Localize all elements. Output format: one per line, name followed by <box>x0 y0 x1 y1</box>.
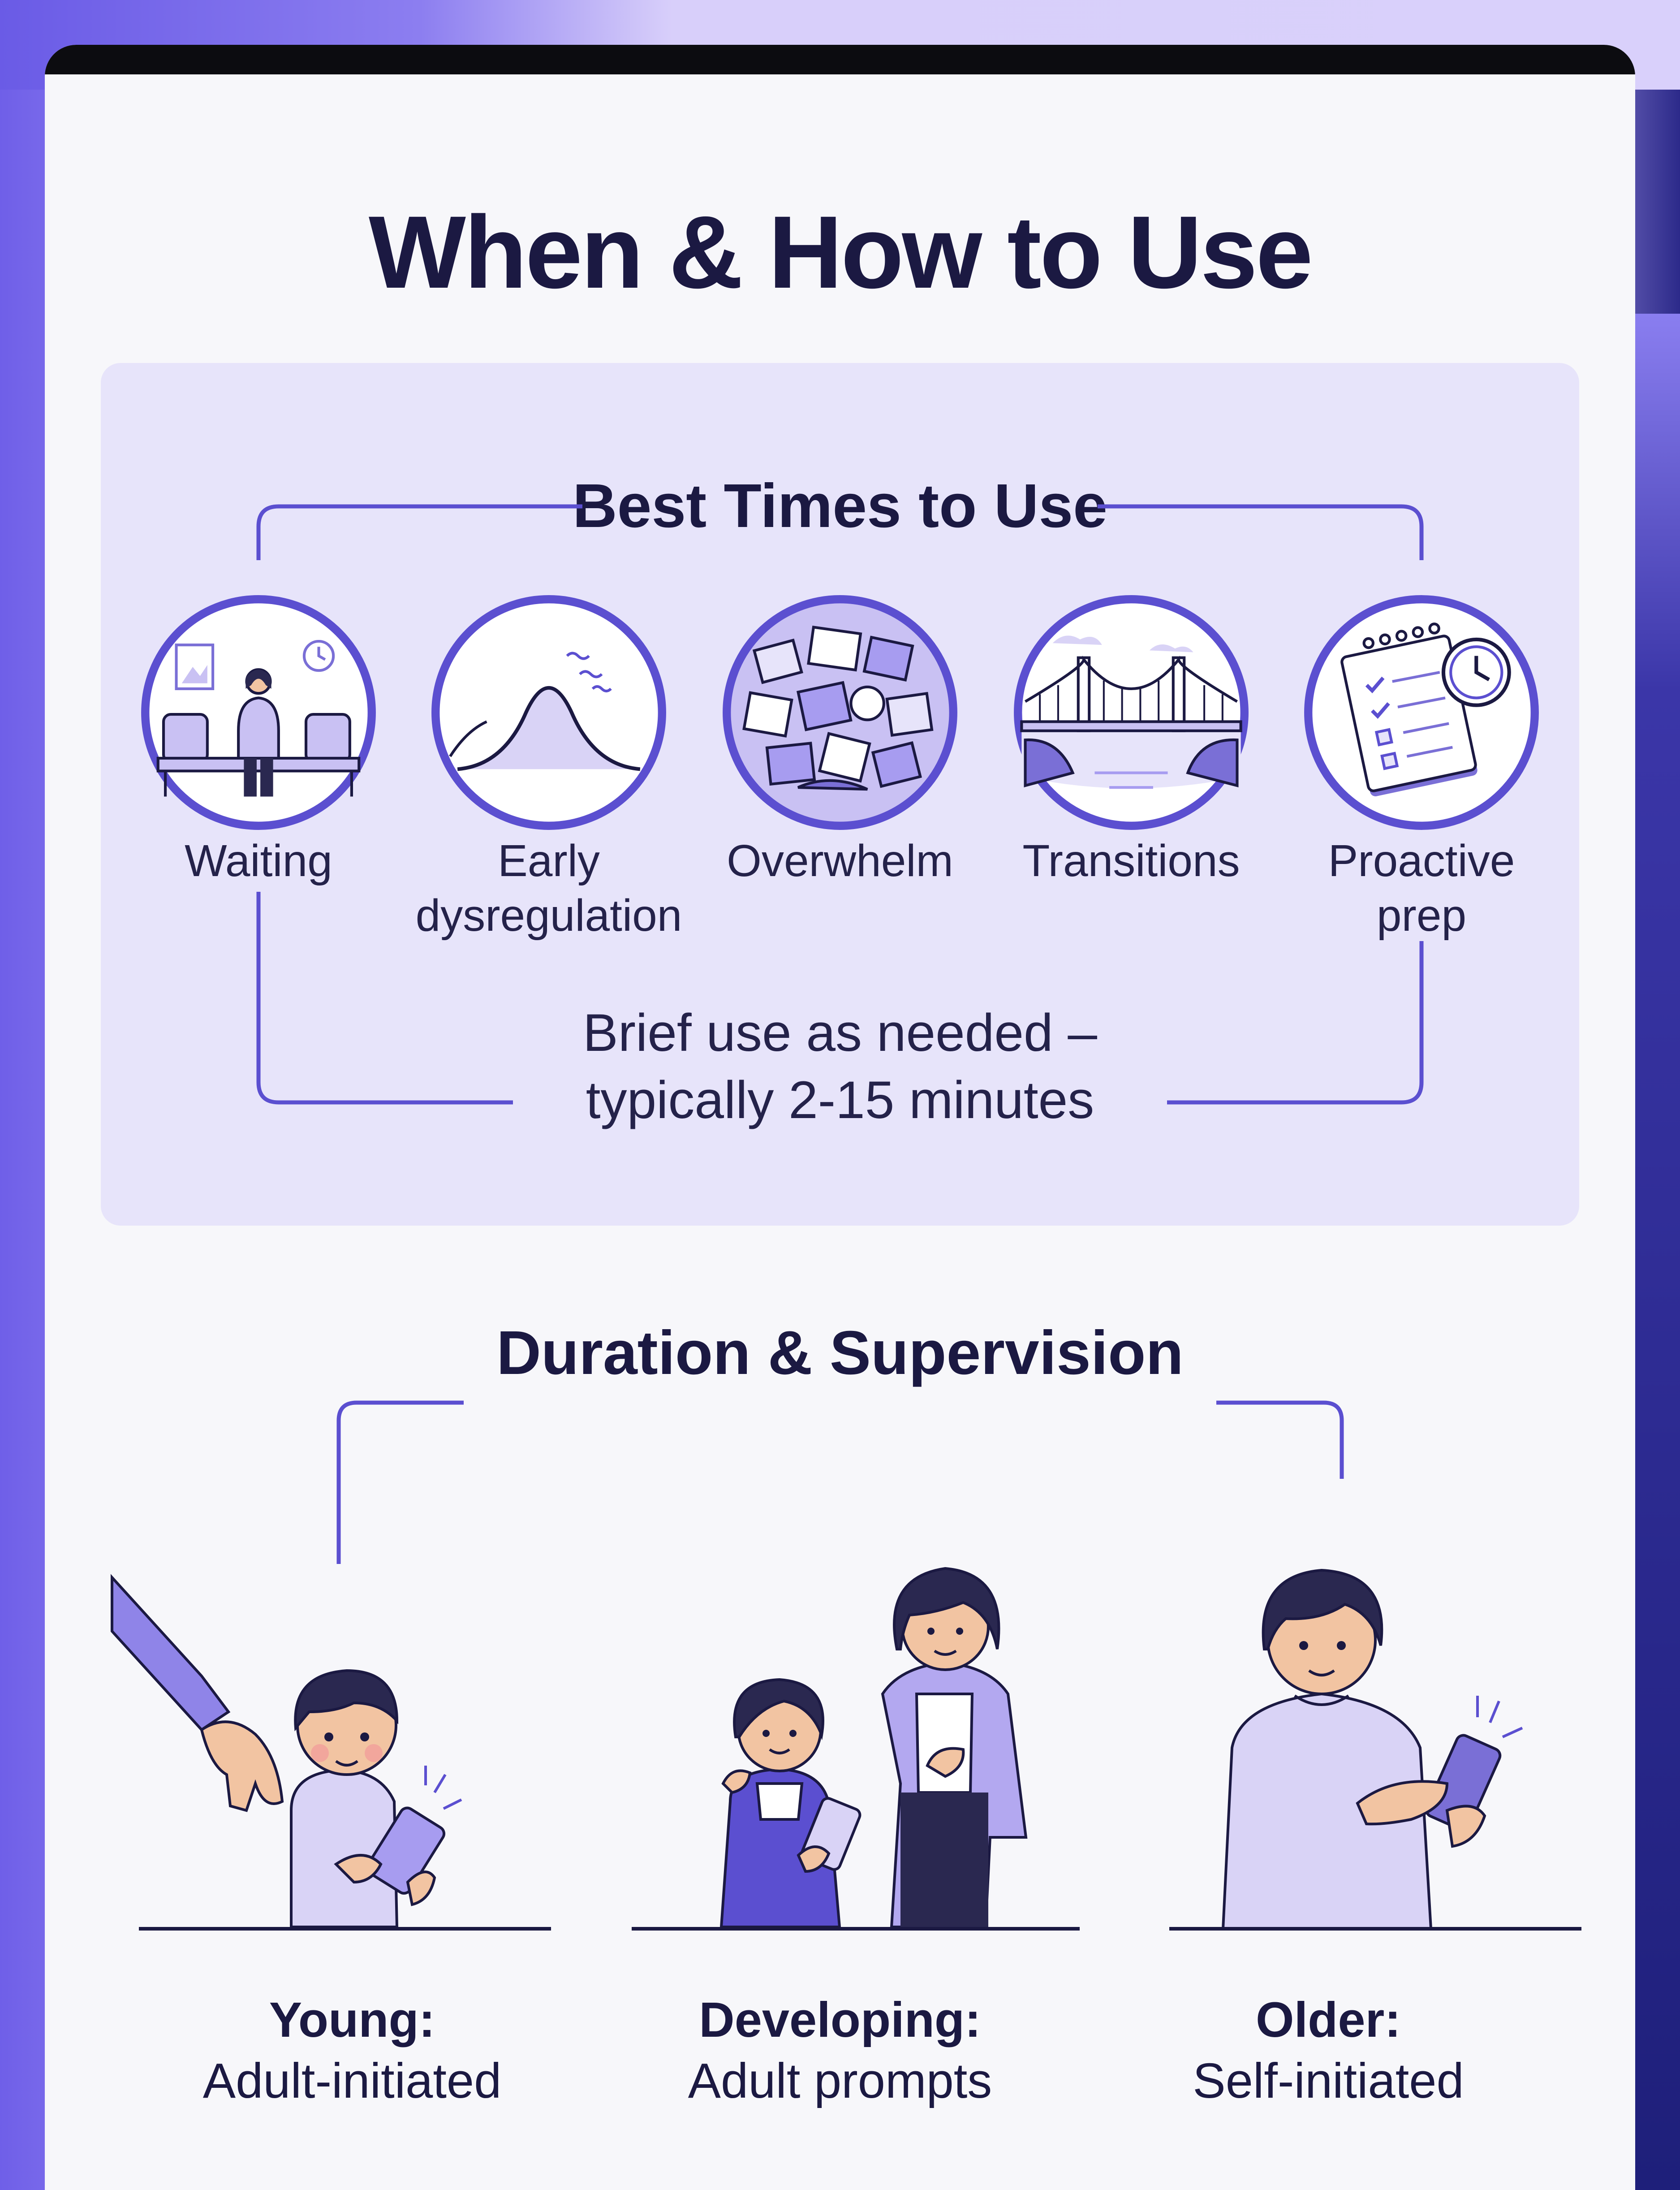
stage-young-label: Young: Adult-initiated <box>202 1992 502 2108</box>
content-card: When & How to Use Best Times to Use <box>45 45 1635 2190</box>
best-times-title: Best Times to Use <box>573 471 1107 540</box>
bridge-icon <box>1014 595 1249 830</box>
stage-older-label: Older: Self-initiated <box>1193 1992 1464 2108</box>
duration-supervision-title: Duration & Supervision <box>496 1318 1184 1387</box>
waiting-room-icon <box>141 595 376 830</box>
label-transitions: Transitions <box>1022 836 1240 886</box>
checklist-clock-icon <box>1304 595 1539 830</box>
card-top-bar <box>45 45 1635 74</box>
best-times-panel: Best Times to Use <box>101 363 1579 1226</box>
young-child-with-adult-hand-icon <box>111 1574 551 1931</box>
label-proactive-prep: Proactive prep <box>1328 836 1515 941</box>
child-with-adult-icon <box>632 1567 1080 1931</box>
label-waiting: Waiting <box>185 836 332 886</box>
usage-note: Brief use as needed – typically 2-15 min… <box>582 1003 1098 1130</box>
label-early-dysregulation: Early dysregulation <box>415 836 682 941</box>
label-overwhelm: Overwhelm <box>727 836 953 886</box>
scattered-papers-icon <box>723 595 957 830</box>
rising-curve-icon <box>431 595 666 830</box>
duration-bracket <box>336 1400 1344 1564</box>
older-child-with-phone-icon <box>1169 1568 1581 1931</box>
best-times-bracket <box>256 504 1424 1105</box>
page-title: When & How to Use <box>368 194 1313 310</box>
stage-developing-label: Developing: Adult prompts <box>688 1992 992 2108</box>
